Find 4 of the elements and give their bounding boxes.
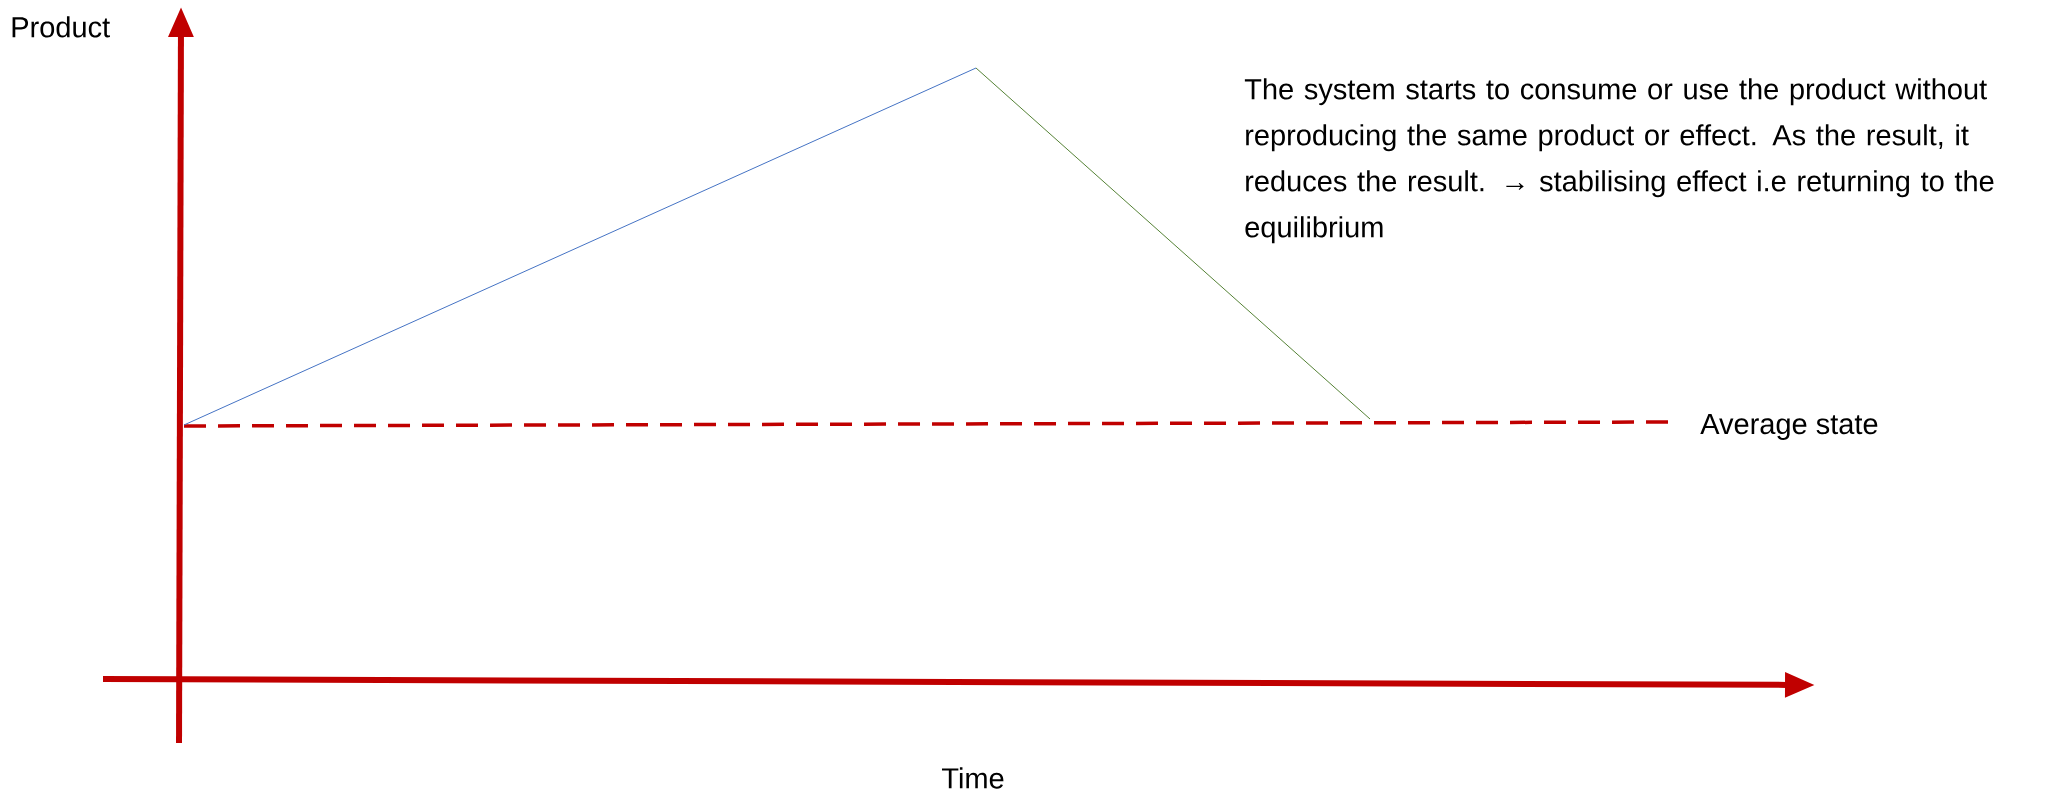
- axis-label: Time: [942, 767, 1004, 789]
- line-label: Average state: [1700, 414, 1878, 440]
- axis-label: Product: [12, 16, 110, 38]
- annotation-text: The system starts to consume or use the product without reproducing the same product or effect. As the result, it reduces the result. → stabilising effect i.e returning to the equilibrium: [1244, 78, 1994, 244]
